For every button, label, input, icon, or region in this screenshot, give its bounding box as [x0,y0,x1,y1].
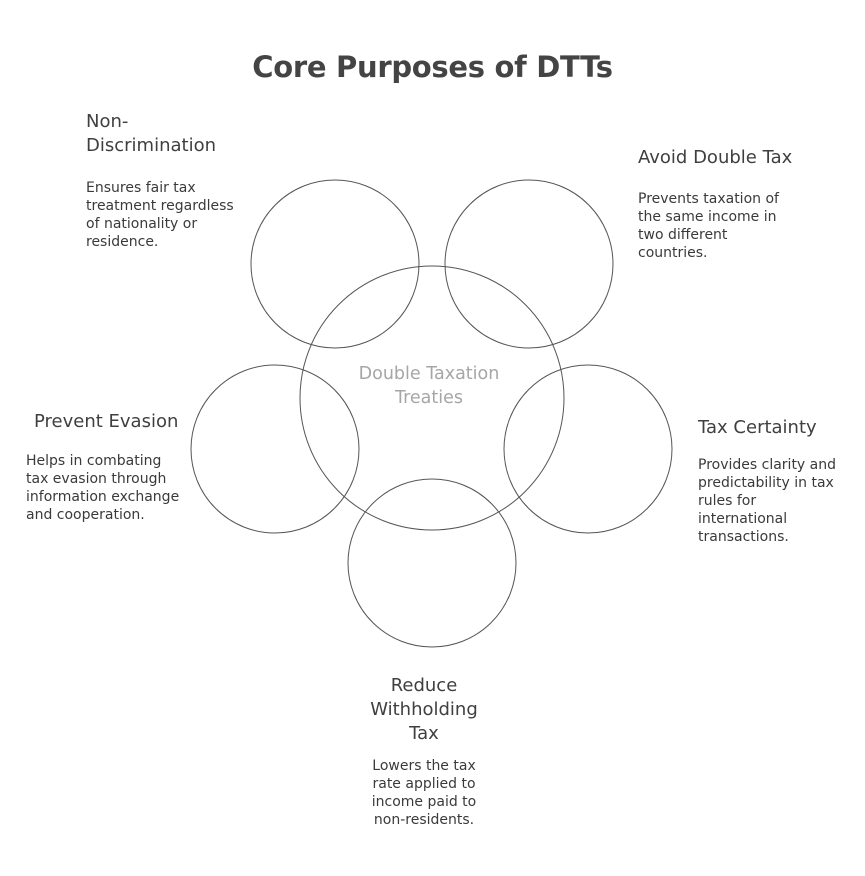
reduce-withholding-tax-description: Lowers the tax rate applied to income pa… [371,758,477,828]
tax-certainty-title: Tax Certainty [698,417,817,438]
reduce-withholding-circle [347,478,517,648]
center-circle [299,265,565,531]
avoid-double-tax-description: Prevents taxation of the same income in … [638,191,779,261]
tax-certainty-circle [503,364,673,534]
reduce-withholding-tax-block: Reduce Withholding Tax Lowers the tax ra… [340,674,508,829]
non-discrimination-description: Ensures fair tax treatment regardless of… [86,180,234,250]
non-discrimination-title: Non-Discrimination [86,111,216,156]
prevent-evasion-description: Helps in combating tax evasion through i… [26,453,180,523]
prevent-evasion-block: Prevent Evasion Helps in combating tax e… [26,410,204,524]
page-title: Core Purposes of DTTs [252,50,613,84]
tax-certainty-description: Provides clarity and predictability in t… [698,457,837,545]
avoid-double-tax-block: Avoid Double Tax Prevents taxation of th… [638,146,838,262]
center-label: Double Taxation Treaties [358,364,500,408]
prevent-evasion-circle [190,364,360,534]
avoid-double-tax-title: Avoid Double Tax [638,147,793,168]
avoid-double-tax-circle [444,179,614,349]
non-discrimination-circle [250,179,420,349]
tax-certainty-block: Tax Certainty Provides clarity and predi… [698,416,865,546]
reduce-withholding-tax-title: Reduce Withholding Tax [370,675,478,744]
prevent-evasion-title: Prevent Evasion [34,411,179,432]
non-discrimination-block: Non-Discrimination Ensures fair tax trea… [86,110,266,251]
